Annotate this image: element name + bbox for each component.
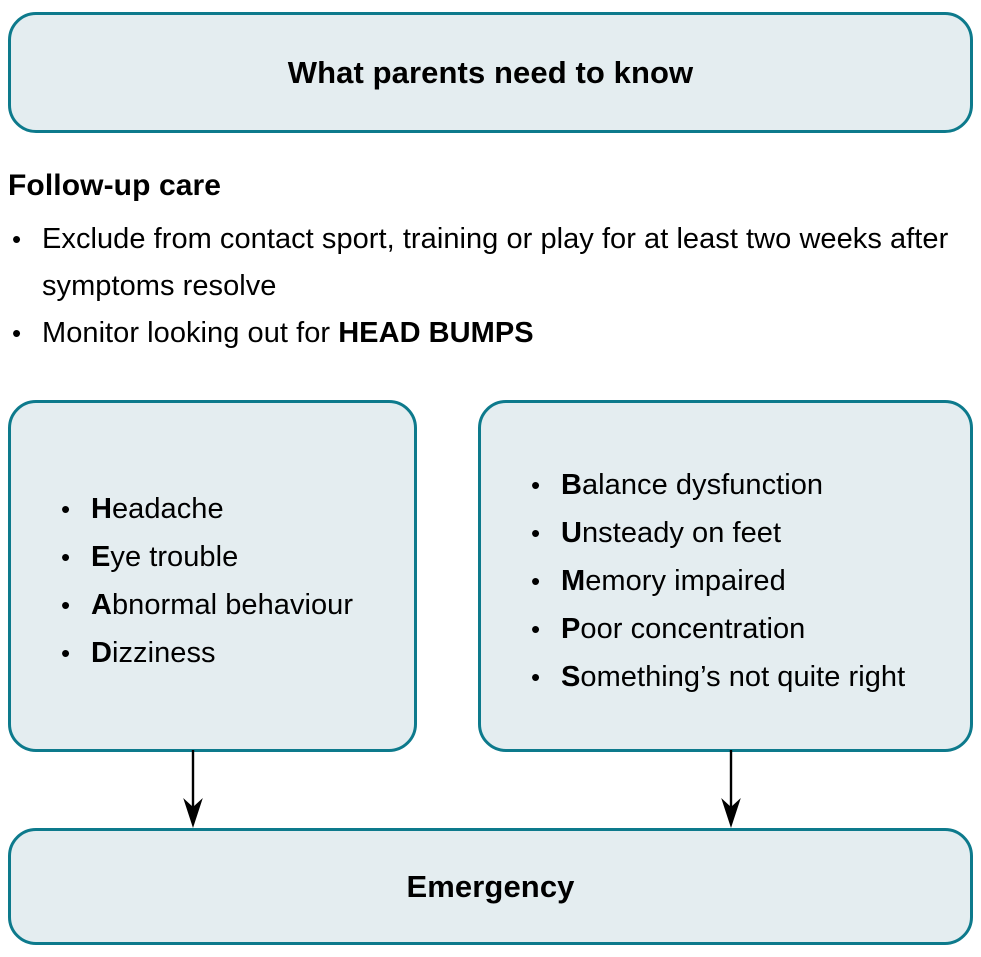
acronym-rest: alance dysfunction [582,469,824,501]
header-panel: What parents need to know [8,12,973,133]
acronym-rest: omething’s not quite right [580,661,906,693]
acronym-rest: emory impaired [585,565,786,597]
head-acronym-list: Headache Eye trouble Abnormal behaviour … [61,485,401,677]
page-title: What parents need to know [287,54,694,90]
list-item: Unsteady on feet [531,509,961,557]
acronym-initial: A [91,589,112,621]
head-acronym-panel: Headache Eye trouble Abnormal behaviour … [8,400,417,752]
followup-care-list: Exclude from contact sport, training or … [8,216,968,357]
followup-care-section: Follow-up care Exclude from contact spor… [8,168,968,357]
list-item: Dizziness [61,629,401,677]
acronym-initial: U [561,517,582,549]
acronym-initial: M [561,565,586,597]
emergency-panel: Emergency [8,828,973,945]
list-item: Exclude from contact sport, training or … [8,216,968,310]
emergency-title: Emergency [406,868,575,904]
bumps-acronym-list: Balance dysfunction Unsteady on feet Mem… [531,461,961,701]
list-item: Headache [61,485,401,533]
acronym-initial: S [561,661,581,693]
acronym-rest: izziness [112,637,216,669]
acronym-initial: B [561,469,582,501]
acronym-initial: D [91,637,112,669]
list-item: Eye trouble [61,533,401,581]
bumps-acronym-panel: Balance dysfunction Unsteady on feet Mem… [478,400,973,752]
acronym-initial: H [91,493,112,525]
acronym-rest: eadache [112,493,224,525]
arrow-down-icon [721,750,741,828]
list-item: Memory impaired [531,557,961,605]
acronym-rest: bnormal behaviour [112,589,354,621]
bullet-emphasis: HEAD BUMPS [338,317,534,349]
acronym-initial: E [91,541,111,573]
acronym-rest: nsteady on feet [582,517,782,549]
arrow-down-icon [183,750,203,828]
list-item: Monitor looking out for HEAD BUMPS [8,310,968,357]
acronym-initial: P [561,613,581,645]
followup-care-heading: Follow-up care [8,169,222,202]
acronym-rest: oor concentration [580,613,806,645]
bullet-text: Exclude from contact sport, training or … [42,223,949,302]
list-item: Poor concentration [531,605,961,653]
list-item: Something’s not quite right [531,653,961,701]
list-item: Balance dysfunction [531,461,961,509]
bullet-text: Monitor looking out for [42,317,339,349]
list-item: Abnormal behaviour [61,581,401,629]
acronym-rest: ye trouble [110,541,239,573]
